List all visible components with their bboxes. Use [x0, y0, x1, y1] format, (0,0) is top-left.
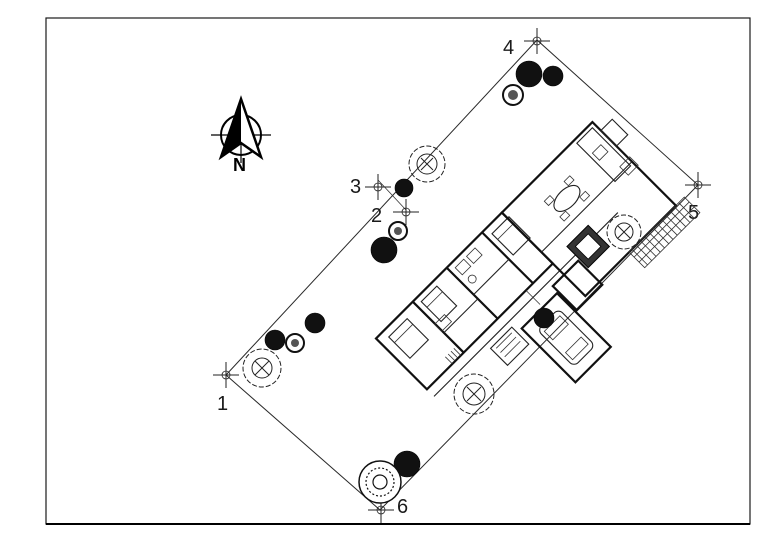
shrub-icon	[515, 60, 543, 88]
marker-label-2: 2	[371, 205, 382, 227]
marker-label-3: 3	[350, 176, 361, 198]
tree-group	[242, 145, 642, 504]
marker-label-4: 4	[503, 37, 514, 59]
entry-step	[433, 313, 453, 333]
kitchen-counter	[576, 126, 632, 183]
bath-fixture-3	[467, 274, 477, 284]
boundary-marker-4: 4	[503, 28, 550, 59]
stair-hatch	[445, 348, 462, 365]
tree-icon	[606, 214, 642, 250]
entrance-porch	[489, 326, 530, 367]
boundary-marker-6: 6	[368, 496, 408, 523]
shrub-icon	[304, 312, 326, 334]
boundary-marker-2: 2	[371, 199, 419, 227]
bed-2	[420, 285, 458, 323]
boundary-marker-3: 3	[350, 174, 391, 200]
kitchen-annex	[600, 118, 629, 147]
service-room	[551, 259, 604, 312]
drawing-frame	[45, 17, 751, 525]
marker-label-1: 1	[217, 393, 228, 415]
marker-label-5: 5	[688, 202, 699, 224]
tree-icon	[242, 348, 282, 388]
tree-icon	[453, 373, 495, 415]
shrub-icon	[264, 329, 286, 351]
garage	[520, 291, 613, 384]
shrub-icon	[394, 178, 414, 198]
shrub-icon	[370, 236, 398, 264]
marker-label-6: 6	[397, 496, 408, 518]
boundary-marker-1: 1	[213, 362, 239, 415]
dining-table	[553, 184, 581, 212]
tree-icon	[358, 460, 402, 504]
patio-element	[619, 156, 639, 176]
shrub-group	[264, 60, 564, 478]
tree-icon	[408, 145, 446, 183]
shrub-icon	[533, 307, 555, 329]
bath-fixture-1	[454, 258, 472, 276]
boundary-marker-5: 5	[685, 172, 711, 224]
terrace-hatch	[628, 196, 701, 269]
north-letter: N	[233, 155, 246, 175]
setback-line	[377, 179, 407, 211]
textured-shrub-group	[285, 84, 524, 353]
north-arrow-icon: N	[211, 95, 271, 175]
bed-1	[387, 317, 430, 360]
bath-fixture-2	[465, 247, 483, 265]
bed-3	[491, 216, 531, 256]
shrub-icon	[393, 450, 421, 478]
shrub-icon	[542, 65, 564, 87]
